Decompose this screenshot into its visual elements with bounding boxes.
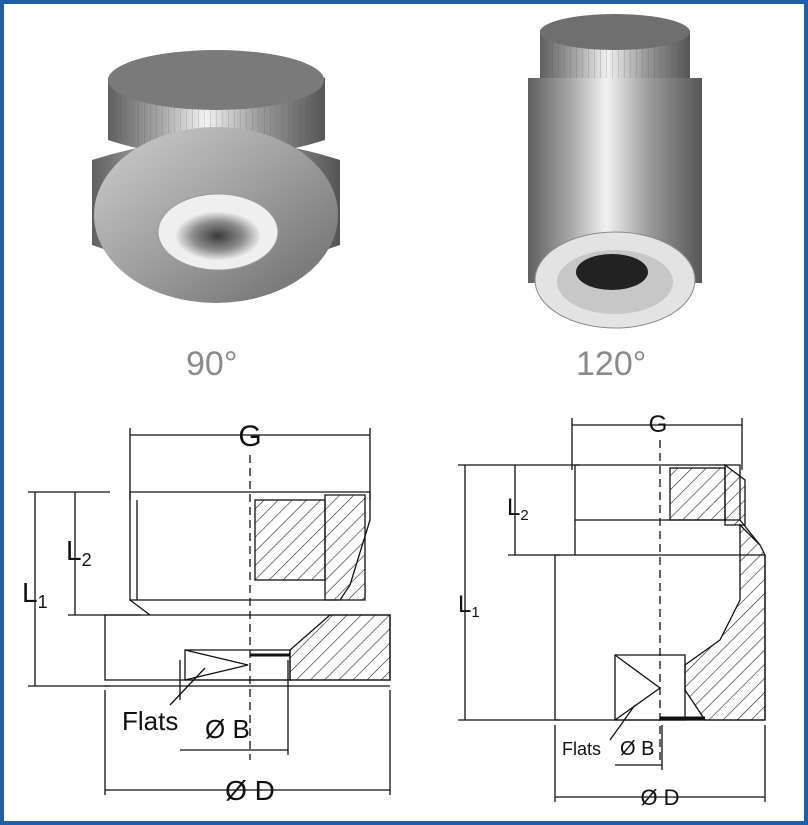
drawing-90 xyxy=(28,428,391,795)
drawing-120 xyxy=(458,418,766,802)
dim-g-90: G xyxy=(238,420,261,453)
dim-d-120: Ø D xyxy=(640,785,679,810)
dim-l2-120: L2 xyxy=(507,494,529,524)
dim-l1-90: L1 xyxy=(22,577,48,612)
nozzle-120-photo xyxy=(528,14,702,329)
angle-label-120: 120° xyxy=(576,345,647,383)
flats-label-90: Flats xyxy=(122,706,178,736)
dim-l1-120: L1 xyxy=(458,591,480,621)
dim-d-90: Ø D xyxy=(225,775,275,806)
dim-g-120: G xyxy=(649,411,668,438)
dim-b-120: Ø B xyxy=(620,738,654,760)
dim-b-90: Ø B xyxy=(205,714,250,744)
dim-l2-90: L2 xyxy=(66,535,92,570)
flats-label-120: Flats xyxy=(562,739,601,759)
nozzle-90-photo xyxy=(92,50,340,303)
angle-label-90: 90° xyxy=(186,345,238,383)
